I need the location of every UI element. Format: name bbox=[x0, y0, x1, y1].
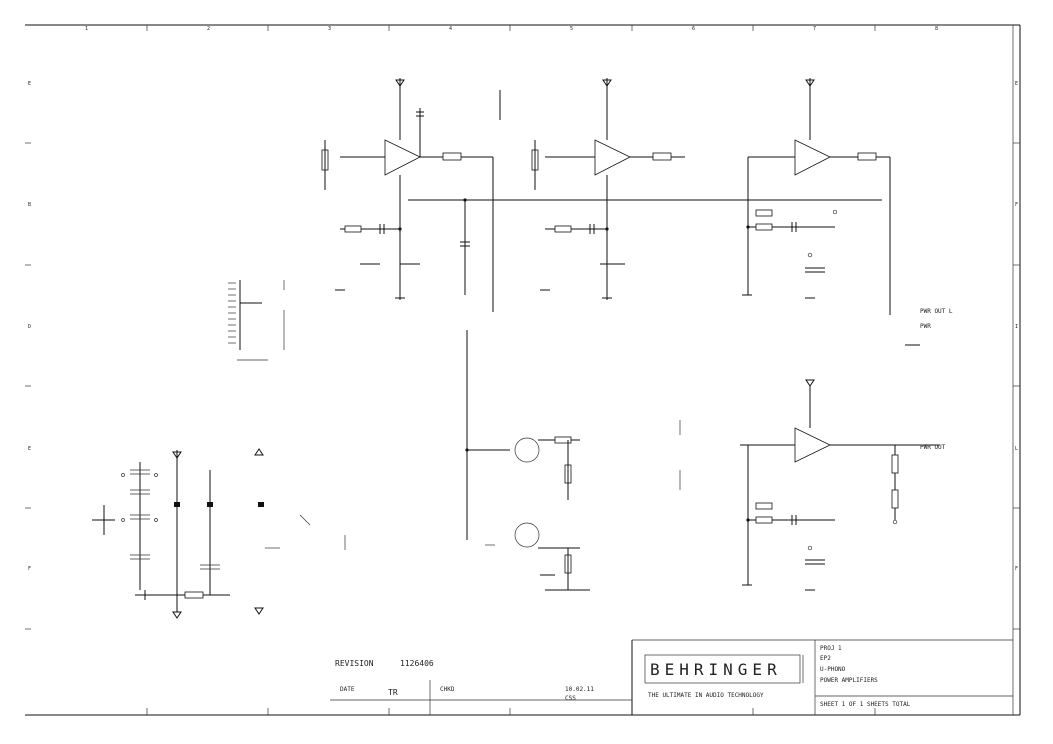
drawn-initials: TR bbox=[388, 688, 398, 697]
col-number: 5 bbox=[570, 26, 573, 32]
amp-stage-2 bbox=[531, 78, 685, 300]
sheet-label: SHEET 1 OF 1 SHEETS TOTAL bbox=[820, 701, 911, 708]
row-letter: B bbox=[28, 202, 31, 208]
power-supply bbox=[92, 448, 346, 619]
company-logo: BEHRINGER bbox=[650, 660, 782, 679]
net-label-pwr-out: PWR OUT L bbox=[920, 308, 953, 315]
right-letter: I bbox=[1015, 324, 1018, 330]
drawing-frame bbox=[25, 24, 1021, 716]
drawn-label: DATE bbox=[340, 686, 355, 693]
amp-stage-1 bbox=[321, 78, 494, 312]
logo-tagline: THE ULTIMATE IN AUDIO TECHNOLOGY bbox=[648, 692, 764, 699]
frame-labels: E B D E F 1 2 3 4 5 6 7 8 E F I L F bbox=[28, 26, 1018, 572]
right-letter: F bbox=[1015, 202, 1018, 208]
net-label-pwr: PWR bbox=[920, 323, 931, 330]
connector-block bbox=[228, 280, 285, 361]
title-block bbox=[330, 639, 1013, 715]
row-letter: E bbox=[28, 446, 31, 452]
amp-stage-3 bbox=[742, 78, 920, 346]
col-number: 4 bbox=[449, 26, 452, 32]
right-letter: F bbox=[1015, 566, 1018, 572]
checked-label: CHKD bbox=[440, 686, 455, 693]
col-number: 2 bbox=[207, 26, 210, 32]
row-letter: E bbox=[28, 81, 31, 87]
col-number: 6 bbox=[692, 26, 695, 32]
col-number: 3 bbox=[328, 26, 331, 32]
right-letter: L bbox=[1015, 446, 1018, 452]
date-value: 10.02.11 bbox=[565, 686, 594, 693]
col-number: 8 bbox=[935, 26, 938, 32]
project-line: U-PHONO bbox=[820, 666, 846, 673]
project-line: PROJ 1 bbox=[820, 645, 842, 652]
revision-value: 1126406 bbox=[400, 659, 434, 668]
row-letter: D bbox=[28, 324, 31, 330]
right-letter: E bbox=[1015, 81, 1018, 87]
col-number: 7 bbox=[813, 26, 816, 32]
net-label-pwr-out-bottom: PWR OUT bbox=[920, 444, 946, 451]
project-line: EP2 bbox=[820, 655, 831, 662]
col-number: 1 bbox=[85, 26, 88, 32]
date-sub: CSS bbox=[565, 695, 576, 702]
amp-stage-4 bbox=[465, 330, 681, 591]
project-line: POWER AMPLIFIERS bbox=[820, 677, 878, 684]
amp-stage-5 bbox=[740, 379, 940, 591]
revision-label: REVISION bbox=[335, 659, 374, 668]
row-letter: F bbox=[28, 566, 31, 572]
